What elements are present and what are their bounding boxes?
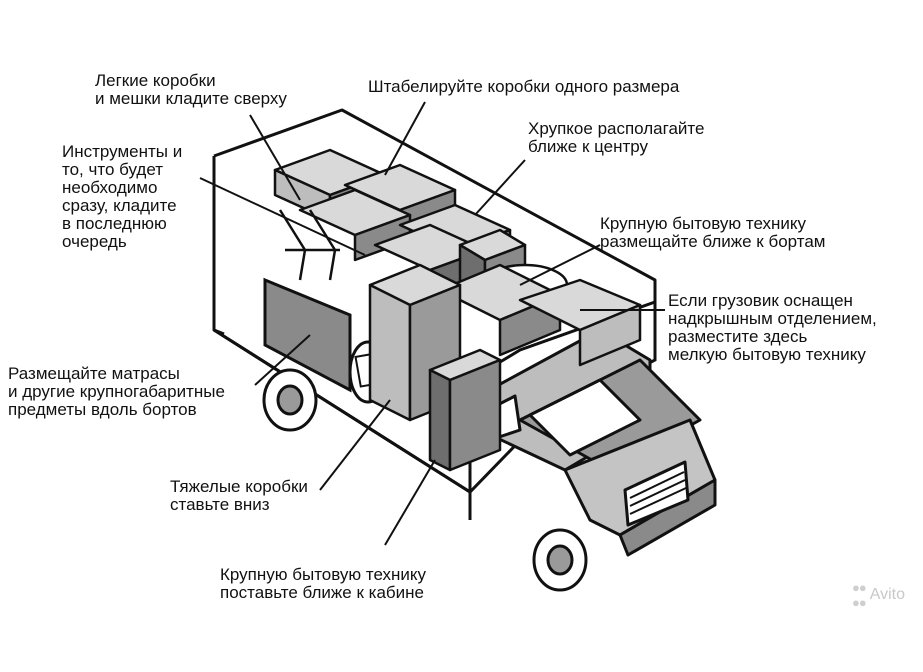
watermark-text: Avito <box>869 586 905 603</box>
label-large-appliances-sides: Крупную бытовую технику размещайте ближе… <box>600 214 826 251</box>
label-tools-last: Инструменты и то, что будет необходимо с… <box>62 142 183 251</box>
label-mattresses-sides: Размещайте матрасы и другие крупногабари… <box>8 364 225 419</box>
leader-lines <box>199 101 665 546</box>
avito-logo-icon: ●●●● <box>852 580 867 610</box>
wheels <box>262 368 588 592</box>
truck-cab <box>478 328 717 557</box>
label-fragile-center: Хрупкое располагайте ближе к центру <box>528 119 705 156</box>
label-roof-compartment: Если грузовик оснащен надкрышным отделен… <box>668 291 877 364</box>
label-stack-same-size: Штабелируйте коробки одного размера <box>368 77 680 96</box>
label-heavy-boxes-bottom: Тяжелые коробки ставьте вниз <box>170 477 308 514</box>
cargo-top-frame <box>213 108 657 302</box>
label-large-appliances-cabin: Крупную бытовую технику поставьте ближе … <box>220 565 427 602</box>
label-light-boxes-top: Легкие коробки и мешки кладите сверху <box>95 71 287 108</box>
mattress <box>263 277 352 393</box>
avito-watermark: ●●●● Avito <box>852 580 905 610</box>
